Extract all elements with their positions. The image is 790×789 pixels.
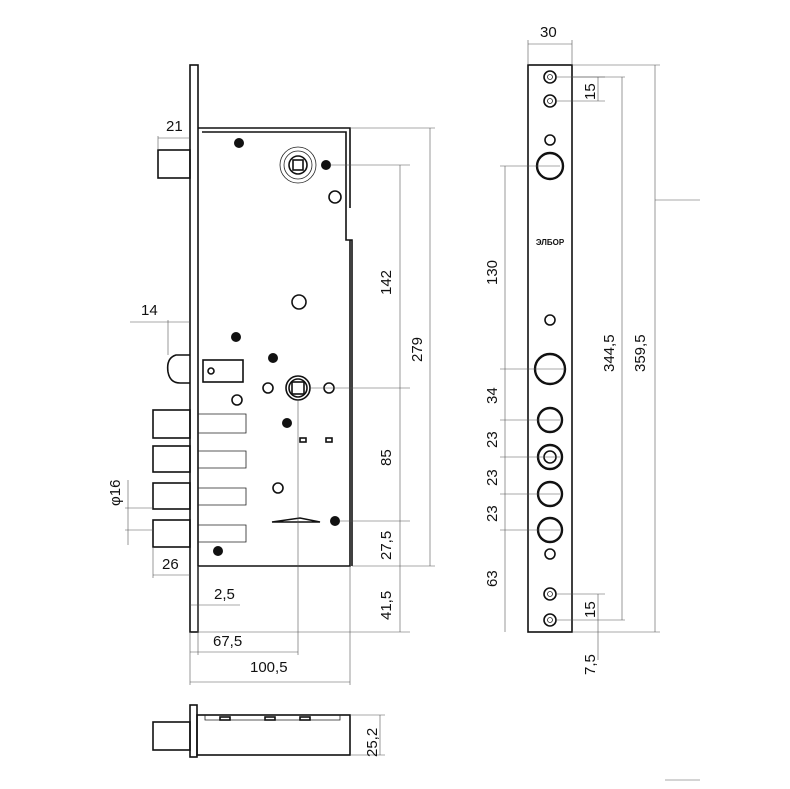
svg-text:21: 21 — [166, 118, 183, 135]
svg-text:14: 14 — [141, 302, 158, 319]
svg-text:27,5: 27,5 — [378, 531, 395, 560]
deadbolts — [152, 409, 247, 548]
case-screws — [213, 138, 340, 556]
svg-text:23: 23 — [484, 431, 501, 448]
svg-text:130: 130 — [484, 260, 501, 285]
svg-text:23: 23 — [484, 469, 501, 486]
faceplate — [189, 64, 199, 633]
cylinder-hub — [285, 375, 311, 401]
svg-text:30: 30 — [540, 24, 557, 41]
svg-text:67,5: 67,5 — [213, 633, 242, 650]
svg-text:7,5: 7,5 — [582, 654, 599, 675]
svg-text:25,2: 25,2 — [364, 728, 381, 757]
svg-text:15: 15 — [582, 601, 599, 618]
strike-holes — [533, 70, 567, 627]
svg-text:279: 279 — [409, 337, 426, 362]
dimension-labels-side: 21 14 φ16 26 2,5 67,5 100,5 142 279 85 2… — [107, 118, 426, 676]
dimension-lines-strike — [500, 40, 700, 781]
latch-tail — [202, 359, 244, 383]
svg-text:34: 34 — [484, 387, 501, 404]
svg-text:100,5: 100,5 — [250, 659, 288, 676]
svg-text:142: 142 — [378, 270, 395, 295]
dead-latch — [157, 149, 191, 179]
bottom-view: 25,2 — [152, 704, 385, 758]
latch-bolt — [166, 354, 190, 384]
svg-text:2,5: 2,5 — [214, 586, 235, 603]
svg-text:26: 26 — [162, 556, 179, 573]
dimension-lines-side — [125, 127, 435, 685]
case-inner-edge — [202, 131, 353, 566]
lock-case — [198, 127, 351, 567]
svg-text:85: 85 — [378, 449, 395, 466]
svg-text:23: 23 — [484, 505, 501, 522]
dimension-labels-strike: 30 15 130 344,5 359,5 34 23 23 23 63 15 … — [484, 24, 649, 675]
case-holes — [231, 190, 342, 523]
svg-text:63: 63 — [484, 570, 501, 587]
svg-text:15: 15 — [582, 83, 599, 100]
brand-logo: ЭЛБОР — [536, 238, 565, 247]
spindle-hub — [279, 146, 317, 184]
svg-text:41,5: 41,5 — [378, 591, 395, 620]
strike-plate — [527, 64, 573, 633]
svg-text:φ16: φ16 — [107, 480, 124, 506]
svg-text:344,5: 344,5 — [601, 334, 618, 372]
svg-text:359,5: 359,5 — [632, 334, 649, 372]
